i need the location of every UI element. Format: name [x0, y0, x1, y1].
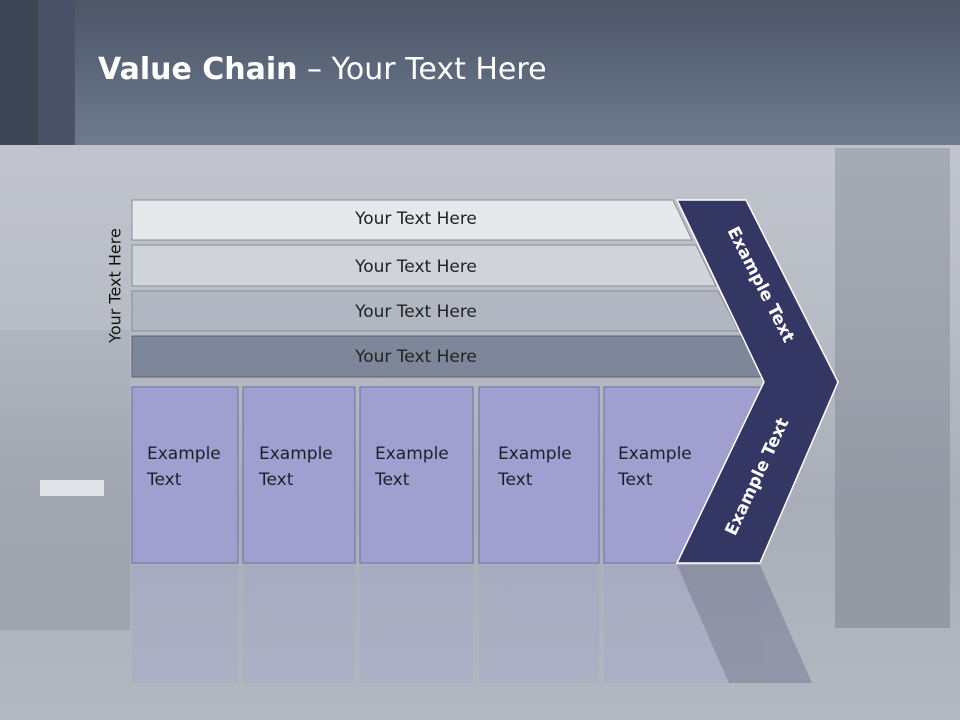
box-3-reflection: [360, 565, 473, 683]
title-bar: Value Chain – Your Text Here: [0, 0, 960, 145]
reflection: [132, 565, 812, 683]
title-bold: Value Chain: [98, 52, 298, 87]
box-4-line1: Example: [498, 444, 572, 464]
bar-2-label: Your Text Here: [354, 257, 477, 277]
bar-1[interactable]: [131, 199, 693, 241]
box-1-line2: Text: [146, 470, 182, 490]
box-4[interactable]: [478, 386, 600, 564]
box-4-line2: Text: [497, 470, 533, 490]
box-1-line1: Example: [147, 444, 221, 464]
box-4-reflection: [479, 565, 599, 683]
background-building-right: [835, 148, 950, 628]
chevron-reflection: [677, 565, 812, 683]
header-accent-strip: [0, 0, 38, 145]
box-2-line2: Text: [258, 470, 294, 490]
box-3-line2: Text: [374, 470, 410, 490]
box-5-reflection: [604, 565, 736, 683]
box-group: Example Text Example Text Example Text E…: [131, 386, 763, 564]
box-2-line1: Example: [259, 444, 333, 464]
bar-3-label: Your Text Here: [354, 302, 477, 322]
box-1-reflection: [132, 565, 238, 683]
box-5-line2: Text: [617, 470, 653, 490]
box-3-line1: Example: [375, 444, 449, 464]
header-accent-strip-2: [38, 0, 75, 145]
box-3[interactable]: [359, 386, 474, 564]
box-2-reflection: [243, 565, 355, 683]
bar-1-label: Your Text Here: [354, 209, 477, 229]
bar-4-label: Your Text Here: [354, 347, 477, 367]
box-5-line1: Example: [618, 444, 692, 464]
value-chevron[interactable]: [675, 199, 839, 564]
bar-group: Your Text Here Your Text Here Your Text …: [131, 199, 764, 378]
slide-title: Value Chain – Your Text Here: [98, 52, 547, 87]
bar-2[interactable]: [131, 244, 717, 287]
box-2[interactable]: [242, 386, 356, 564]
box-1[interactable]: [131, 386, 239, 564]
background-light-strip: [40, 480, 104, 496]
title-rest: – Your Text Here: [297, 52, 547, 87]
